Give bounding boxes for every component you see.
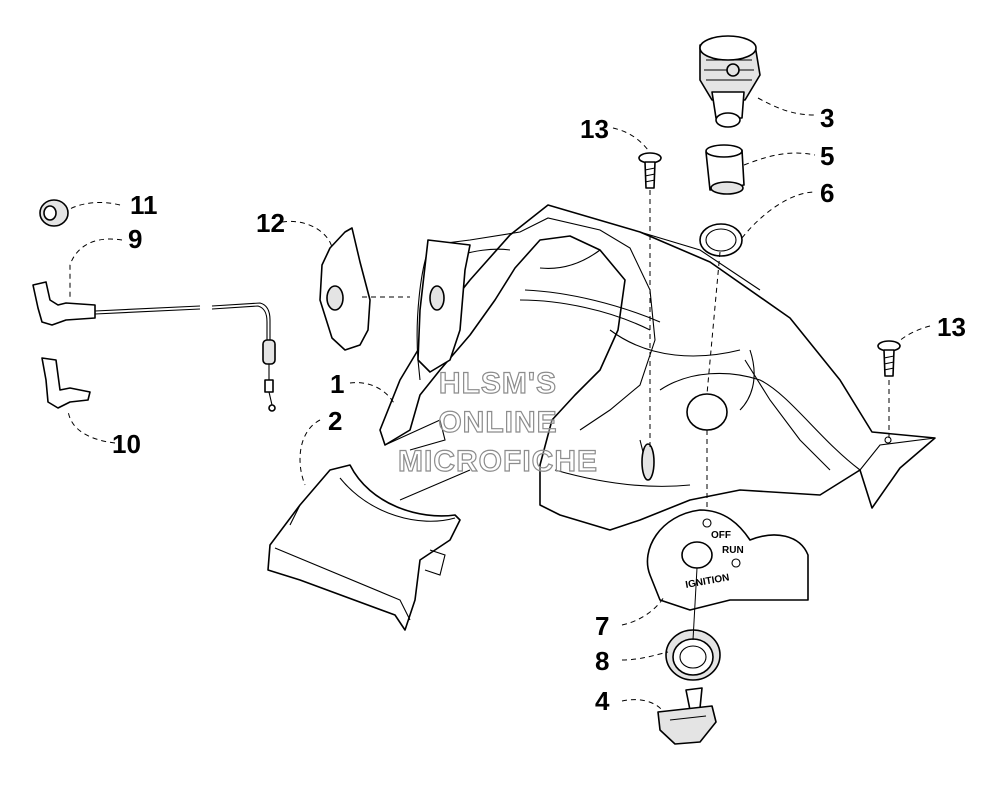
ignition-mount-hole <box>686 393 728 431</box>
watermark-line-3: MICROFICHE <box>398 445 598 478</box>
callout-13-top: 13 <box>580 114 609 144</box>
throttle-cable-part-9 <box>32 281 276 412</box>
watermark-line-2: ONLINE <box>438 406 557 439</box>
lever-part-10 <box>41 357 91 409</box>
callout-2: 2 <box>328 406 342 436</box>
leader-lines <box>67 97 931 711</box>
callout-11: 11 <box>130 190 158 220</box>
plate-label-off: OFF <box>711 530 731 541</box>
screw-part-13-b <box>877 340 901 377</box>
callout-10: 10 <box>112 429 141 459</box>
bezel-nut-part-8 <box>665 629 721 681</box>
ignition-plate-part-7: OFF RUN IGNITION <box>646 509 809 611</box>
screw-part-13-a <box>638 152 662 189</box>
plate-label-run: RUN <box>722 545 744 556</box>
callout-labels: 3 5 6 13 13 11 9 12 10 1 2 7 8 4 <box>112 103 966 716</box>
callout-3: 3 <box>820 103 834 133</box>
nut-part-11 <box>39 199 69 227</box>
callout-6: 6 <box>820 178 834 208</box>
callout-8: 8 <box>595 646 609 676</box>
watermark: HLSM'S ONLINE MICROFICHE <box>397 366 598 478</box>
callout-7: 7 <box>595 611 609 641</box>
console-housing <box>379 204 936 531</box>
gasket-part-12 <box>319 227 371 351</box>
key-part-4 <box>657 687 717 745</box>
callout-1: 1 <box>330 369 344 399</box>
callout-5: 5 <box>820 141 834 171</box>
sleeve-part-5 <box>705 144 745 195</box>
lock-washer-part-6 <box>699 223 743 257</box>
callout-12: 12 <box>256 208 285 238</box>
callout-13-right: 13 <box>937 312 966 342</box>
inner-bracket <box>417 239 471 373</box>
lower-trim-panel <box>267 464 461 631</box>
ignition-switch-part-3 <box>699 35 761 128</box>
callout-4: 4 <box>595 686 610 716</box>
watermark-line-1: HLSM'S <box>439 367 557 400</box>
callout-9: 9 <box>128 224 142 254</box>
